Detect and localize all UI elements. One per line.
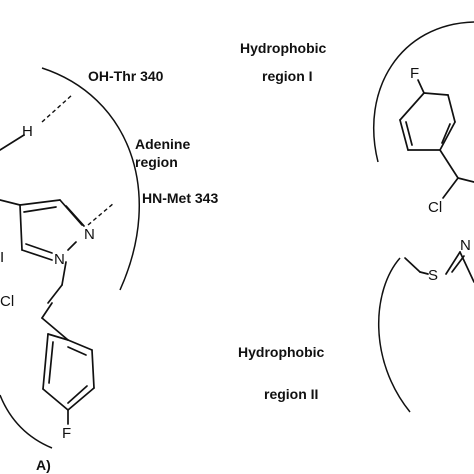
- label-hydrophobic-2-line1: Hydrophobic: [238, 344, 325, 360]
- left-lower-pocket-arc: [0, 394, 53, 449]
- atom-n-right: N: [460, 237, 471, 254]
- atom-f-bottom: F: [62, 425, 71, 442]
- label-hydrophobic-2-line2: region II: [264, 386, 318, 402]
- left-ligand-bonds: [0, 134, 95, 425]
- label-adenine-line1: Adenine: [135, 136, 190, 152]
- h-bond-met343: [87, 202, 115, 226]
- atom-cl-right: Cl: [428, 199, 442, 216]
- label-adenine-line2: region: [135, 154, 178, 170]
- hydrophobic-region-2-arc: [378, 257, 411, 413]
- atom-f-top-right: F: [410, 65, 419, 82]
- atom-n-ring: N: [84, 226, 95, 243]
- atom-partial-left: I: [0, 249, 4, 266]
- atom-h: H: [22, 123, 33, 140]
- label-hydrophobic-1-line2: region I: [262, 68, 313, 84]
- hydrophobic-region-1-arc: [373, 21, 474, 163]
- atom-s-right: S: [428, 267, 438, 284]
- label-hn-met343: HN-Met 343: [142, 190, 218, 206]
- label-oh-thr340: OH-Thr 340: [88, 68, 164, 84]
- h-bond-thr340: [41, 94, 73, 123]
- atom-n-substituted: N: [54, 251, 65, 268]
- adenine-pocket-arc: [41, 67, 140, 291]
- label-hydrophobic-1-line1: Hydrophobic: [240, 40, 327, 56]
- panel-label: A): [36, 457, 51, 473]
- atom-cl-left: Cl: [0, 293, 14, 310]
- right-ligand-bonds: [399, 79, 474, 283]
